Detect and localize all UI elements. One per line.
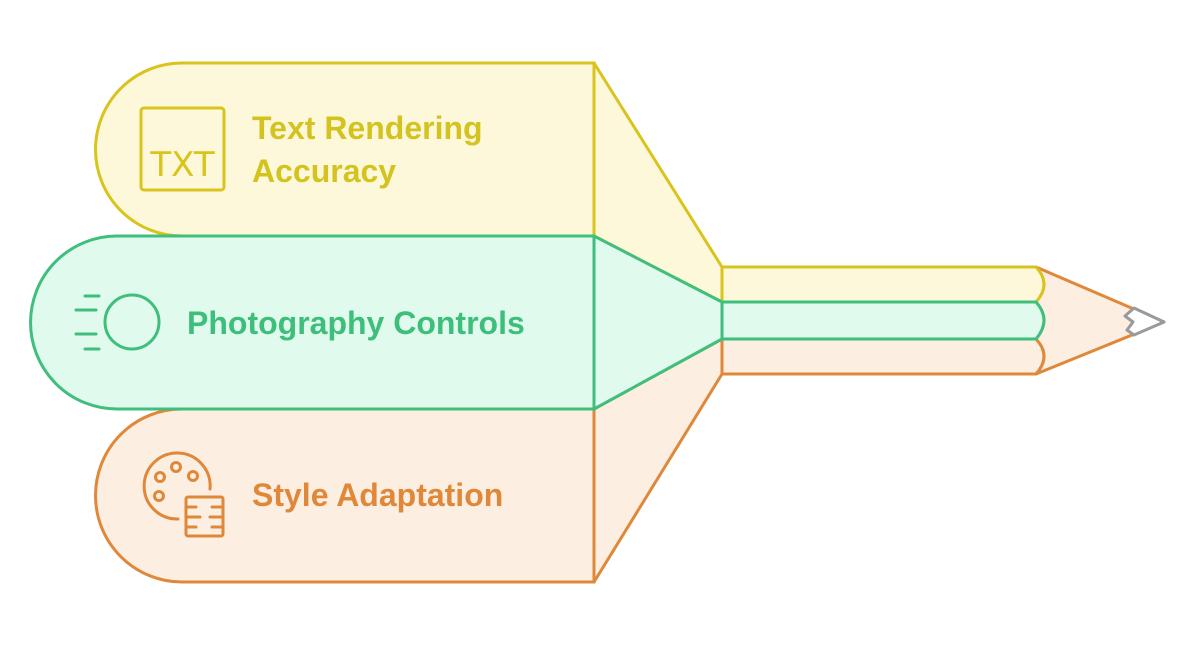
band-style-adaptation xyxy=(94,407,596,584)
label-line: Accuracy xyxy=(252,153,397,189)
pencil-stripe-yellow xyxy=(720,265,1046,304)
svg-text:TXT: TXT xyxy=(149,145,214,185)
label-style-adaptation: Style Adaptation xyxy=(252,474,572,517)
pencil-stripe-orange xyxy=(720,337,1046,376)
pencil-lead xyxy=(1123,306,1166,337)
funnel-photography-controls xyxy=(592,234,724,411)
band-text-rendering xyxy=(94,61,596,238)
pencil-stripe-green xyxy=(720,300,1046,341)
palette-style-icon xyxy=(142,451,225,538)
label-line: Text Rendering xyxy=(252,110,483,146)
camera-shutter-speed-icon xyxy=(74,293,161,351)
label-line: Style Adaptation xyxy=(252,477,504,513)
label-text-rendering-accuracy: Text Rendering Accuracy xyxy=(252,107,572,193)
label-line: Photography Controls xyxy=(187,305,525,341)
band-photography-controls xyxy=(29,234,596,411)
text-txt-icon: TXT xyxy=(139,106,226,192)
label-photography-controls: Photography Controls xyxy=(187,302,587,345)
